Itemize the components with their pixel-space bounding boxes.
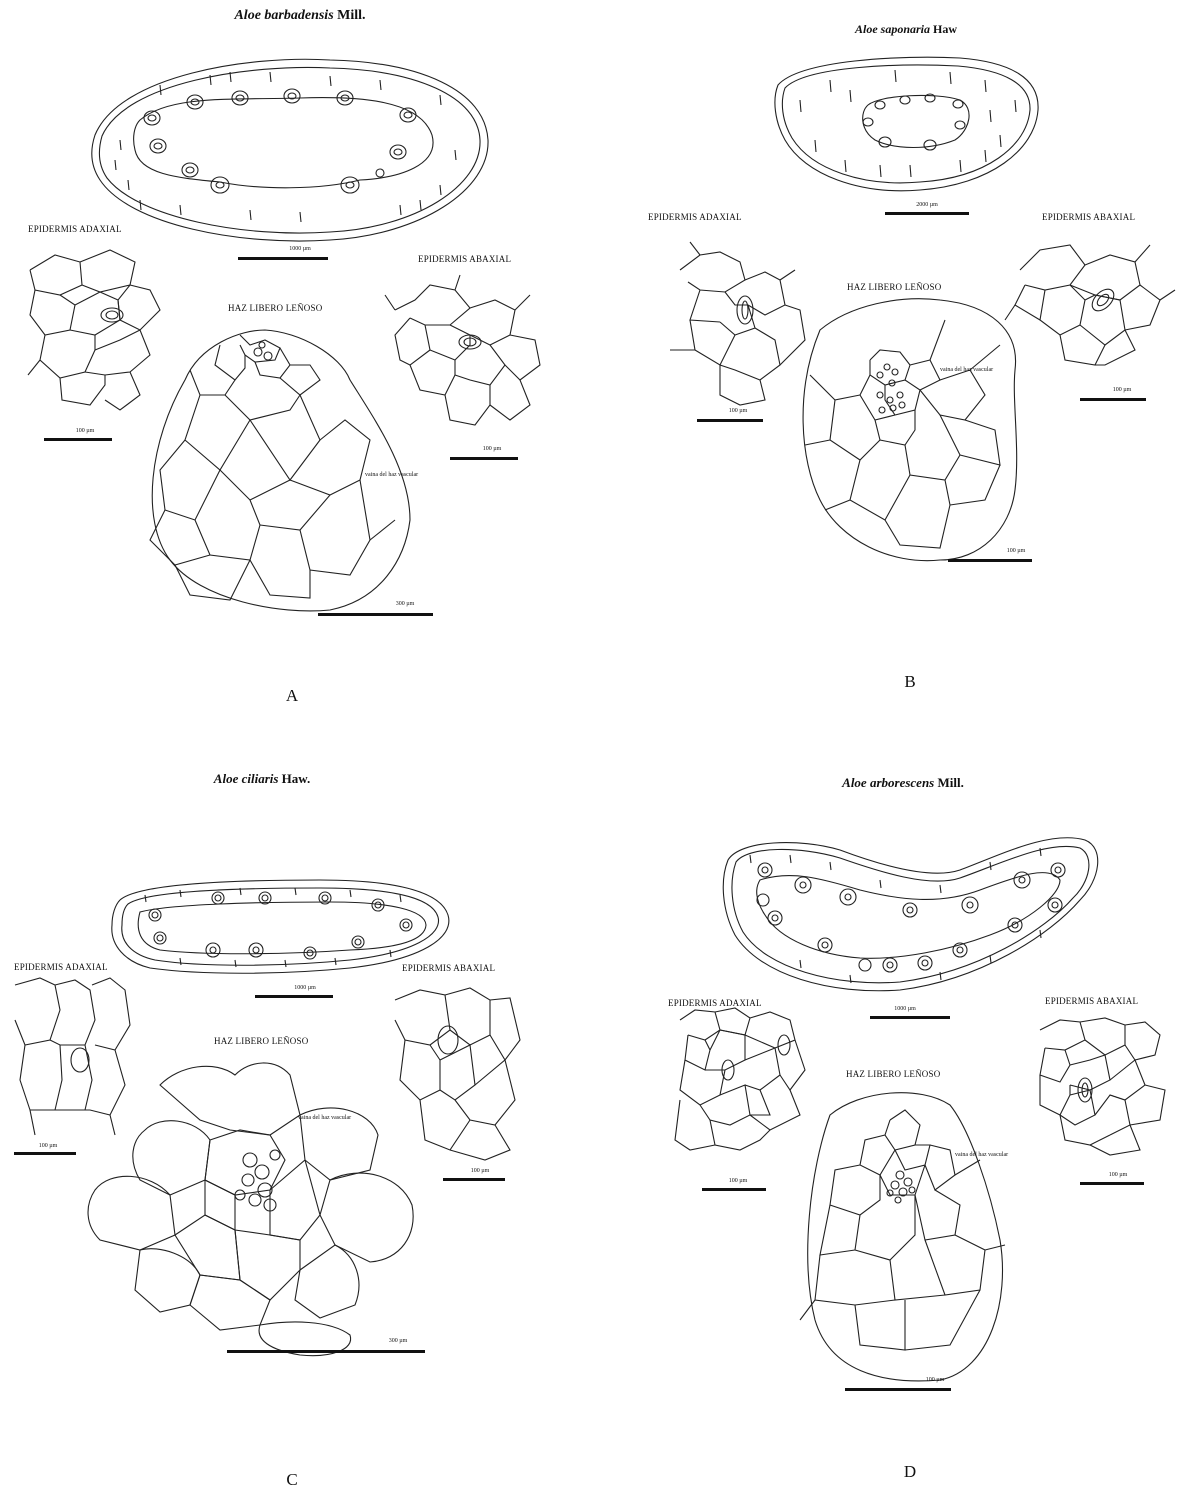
panel-d-haz-scale-label: 100 µm — [926, 1377, 945, 1383]
panel-d-abaxial-scale-label: 100 µm — [1109, 1172, 1128, 1178]
panel-d-abaxial-scale-bar — [1080, 1182, 1144, 1185]
abaxial-epidermis-cells — [1040, 1018, 1165, 1155]
panel-d-abaxial-label: EPIDERMIS ABAXIAL — [1045, 996, 1138, 1006]
adaxial-epidermis-cells — [675, 1008, 805, 1150]
panel-d-vaina-label: vaina del haz vascular — [955, 1152, 1008, 1158]
vascular-bundle-cells — [800, 1093, 1005, 1381]
leaf-section-outline — [723, 838, 1097, 991]
panel-d-adaxial-label: EPIDERMIS ADAXIAL — [668, 998, 762, 1008]
panel-d-adaxial-scale-label: 100 µm — [729, 1178, 748, 1184]
panel-d-section-scale-label: 1000 µm — [894, 1006, 916, 1012]
panel-d-adaxial-scale-bar — [702, 1188, 766, 1191]
panel-d-section-scale-bar — [870, 1016, 950, 1019]
mesophyll-stipple — [750, 848, 1041, 983]
panel-d-haz-label: HAZ LIBERO LEÑOSO — [846, 1069, 940, 1079]
panel-d-haz-scale-bar — [845, 1388, 951, 1391]
panel-d-letter: D — [904, 1462, 916, 1482]
